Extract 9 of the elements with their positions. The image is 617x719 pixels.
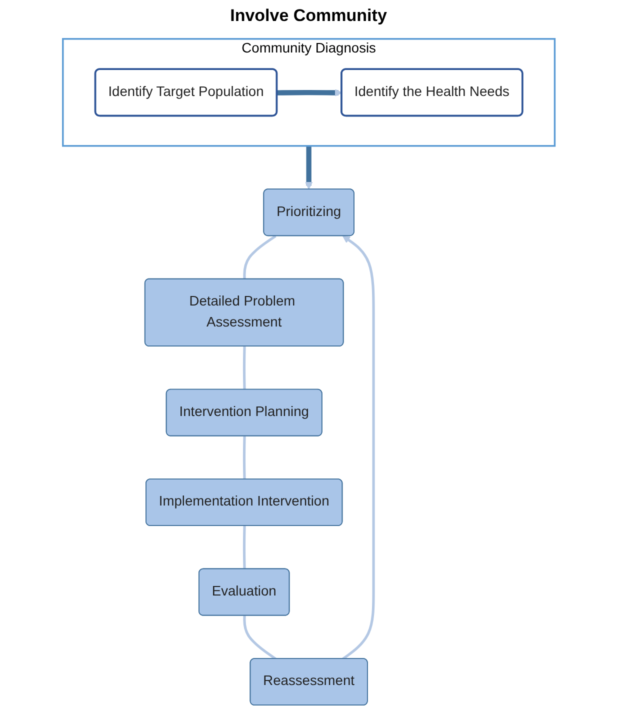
connector — [242, 526, 246, 570]
arrow — [276, 88, 342, 97]
center-label: Involve Community — [230, 6, 387, 26]
connector — [242, 436, 246, 480]
connector — [242, 235, 276, 280]
arrow — [304, 146, 312, 190]
connector — [242, 616, 276, 660]
connector — [242, 346, 246, 390]
arrow — [342, 236, 374, 660]
